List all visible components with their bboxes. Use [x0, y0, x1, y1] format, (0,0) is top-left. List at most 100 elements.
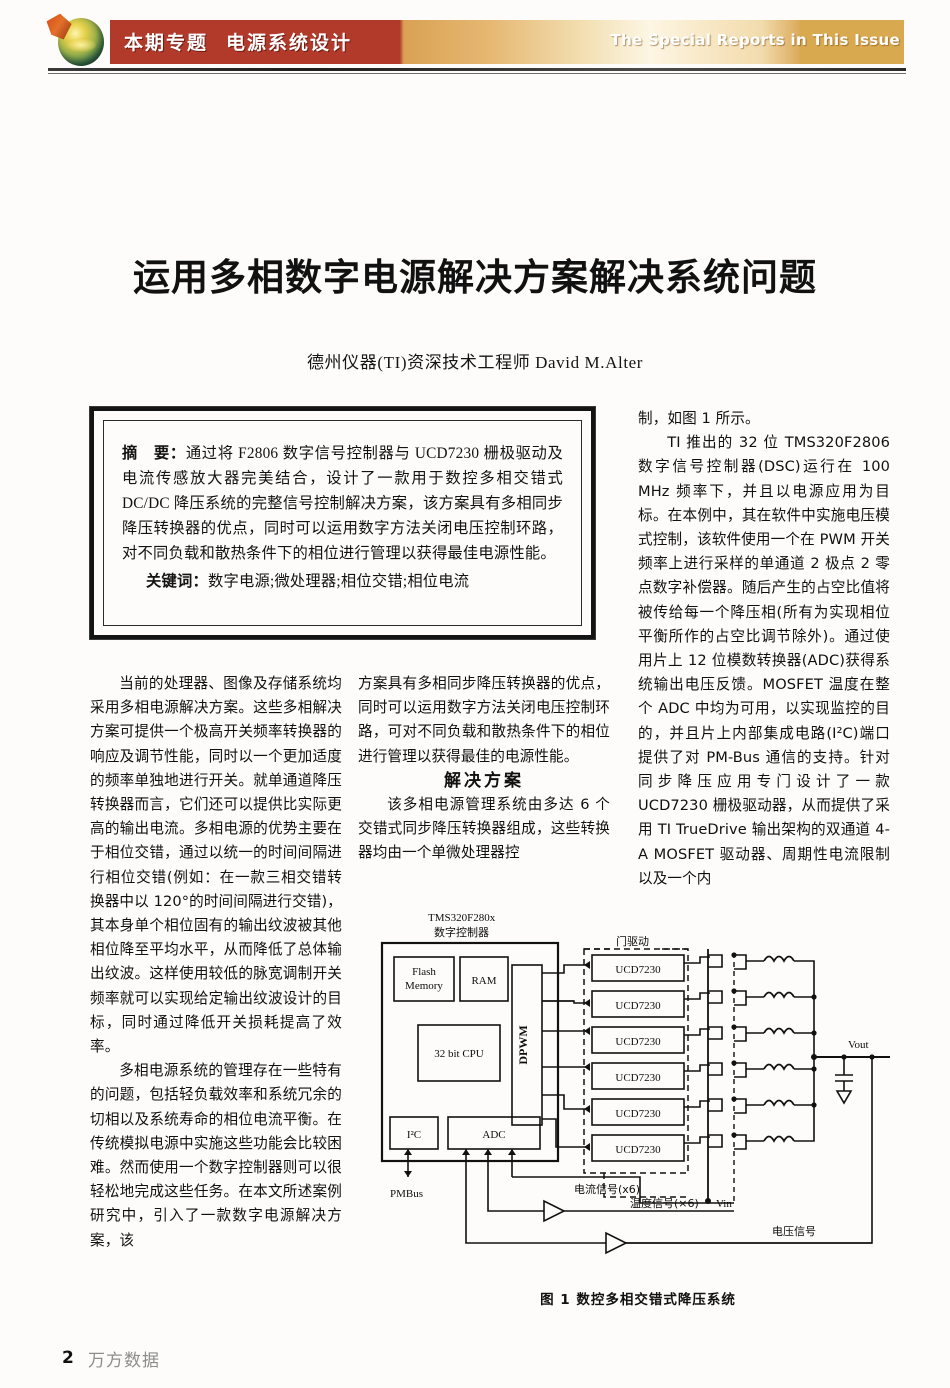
- page-number: 2: [62, 1348, 74, 1368]
- voltage-signal-label: 电压信号: [772, 1225, 816, 1238]
- arrow-icon: [584, 1063, 590, 1071]
- cpu-block: [417, 1024, 501, 1082]
- gate-driver-group-label: 门驱动: [616, 934, 649, 948]
- mcu-outline: [380, 941, 560, 1163]
- temp-signal-label: 温度信号(×6): [630, 1196, 699, 1210]
- flash-label-line1: Flash: [412, 966, 436, 978]
- magazine-logo-icon: [46, 12, 108, 74]
- vout-label: Vout: [848, 1039, 869, 1051]
- abstract-box: 摘 要：通过将 F2806 数字信号控制器与 UCD7230 栅极驱动及电流传感…: [90, 407, 595, 639]
- adc-label: ADC: [482, 1129, 505, 1141]
- ram-block: [459, 956, 509, 1002]
- driver-block: [591, 1026, 685, 1054]
- driver-label: UCD7230: [615, 1108, 661, 1120]
- junction-dot: [811, 1030, 817, 1036]
- driver-block: [591, 1134, 685, 1162]
- adc-block: [447, 1116, 541, 1150]
- buffer-triangle-icon: [543, 1199, 566, 1223]
- driver-block: [591, 1062, 685, 1090]
- driver-label: UCD7230: [615, 964, 661, 976]
- arrow-icon: [484, 1149, 492, 1155]
- figure-svg: TMS320F280x 数字控制器 门驱动 Flash Memory RAM 3…: [380, 912, 890, 1255]
- phase-wire: [684, 1100, 710, 1108]
- masthead-label-b: 电源系统设计: [226, 32, 353, 54]
- phase-leg: [708, 988, 817, 1006]
- abstract-inner-frame: 摘 要：通过将 F2806 数字信号控制器与 UCD7230 栅极驱动及电流传感…: [103, 420, 582, 626]
- abstract-label: 摘 要：: [122, 444, 186, 462]
- driver-label: UCD7230: [615, 1144, 661, 1156]
- inductor-icon: [763, 955, 795, 963]
- ls-fet: [734, 1026, 747, 1042]
- ls-fet: [734, 1098, 747, 1114]
- paragraph: 多相电源系统的管理存在一些特有的问题，包括轻负载效率和系统冗余的切相以及系统寿命…: [90, 1062, 342, 1249]
- page-title: 运用多相数字电源解决方案解决系统问题: [133, 256, 817, 299]
- driver-label: UCD7230: [615, 1000, 661, 1012]
- buffer-triangle-icon: [605, 1231, 628, 1255]
- junction-dot: [811, 994, 817, 1000]
- body-column-right: 制，如图 1 所示。 TI 推出的 32 位 TMS320F2806 数字信号控…: [638, 407, 890, 891]
- keywords-label: 关键词：: [146, 572, 208, 590]
- i2c-label: I²C: [407, 1129, 421, 1141]
- flash-label-line2: Memory: [405, 980, 443, 992]
- inductor-icon: [763, 1063, 795, 1071]
- arrow-icon: [584, 1105, 590, 1113]
- arrow-icon: [584, 961, 590, 969]
- figure-caption: 图 1 数控多相交错式降压系统: [540, 1292, 736, 1308]
- temp-signal-wire-in: [487, 1177, 544, 1212]
- inductor-icon: [763, 1027, 795, 1035]
- junction-dot: [731, 952, 737, 958]
- phase-leg: [708, 1096, 817, 1114]
- inductor-icon: [763, 1099, 795, 1107]
- hs-fet: [708, 1098, 723, 1112]
- driver-block: [591, 990, 685, 1018]
- ls-fet: [734, 1062, 747, 1078]
- output-capacitor-icon: [835, 1057, 853, 1091]
- phase-wire: [684, 1136, 710, 1144]
- i2c-block: [389, 1116, 439, 1150]
- paragraph: 该多相电源管理系统由多达 6 个交错式同步降压转换器组成，这些转换器均由一个单微…: [358, 796, 610, 862]
- section-heading: 解决方案: [444, 770, 524, 791]
- junction-dot: [731, 988, 737, 994]
- masthead-english-label: The Special Reports in This Issue: [610, 31, 900, 49]
- figure-block-diagram: TMS320F280x 数字控制器 门驱动 Flash Memory RAM 3…: [378, 905, 898, 1285]
- power-stage: [684, 949, 890, 1235]
- gate-driver-group-outline: [583, 948, 689, 1174]
- ls-fet: [734, 954, 747, 970]
- mcu-label-line2: 数字控制器: [434, 925, 489, 939]
- inductor-icon: [763, 1135, 795, 1143]
- phase-leg: [708, 1057, 815, 1150]
- ls-fet: [734, 1134, 747, 1150]
- paragraph: 当前的处理器、图像及存储系统均采用多相电源解决方案。这些多相解决方案可提供一个极…: [90, 675, 342, 1056]
- masthead-rule: [48, 68, 906, 71]
- phase-leg: [708, 952, 815, 1057]
- junction-dot: [731, 1060, 737, 1066]
- driver-sense-dashed: [603, 1173, 688, 1198]
- keywords-text: 数字电源;微处理器;相位交错;相位电流: [208, 573, 470, 590]
- masthead-gradient-bar: [110, 20, 904, 64]
- voltage-signal-wire-in: [465, 1177, 606, 1244]
- cpu-label: 32 bit CPU: [434, 1048, 484, 1060]
- inductor-icon: [763, 991, 795, 999]
- hs-fet: [708, 1026, 723, 1040]
- flash-memory-block: [393, 956, 455, 1002]
- paragraph: TI 推出的 32 位 TMS320F2806 数字信号控制器(DSC)运行在 …: [638, 434, 890, 887]
- dpwm-block: [511, 964, 543, 1126]
- phase-wire: [684, 1028, 710, 1036]
- dpwm-to-driver-5: [542, 1094, 590, 1110]
- mcu-label-line1: TMS320F280x: [428, 912, 496, 924]
- junction-dot: [731, 1096, 737, 1102]
- phase-wire: [684, 1064, 710, 1072]
- phase-wire: [684, 992, 710, 1000]
- ground-icon: [835, 1090, 853, 1105]
- phase-out: [794, 960, 815, 1057]
- voltage-signal-wire-out: [626, 1235, 873, 1244]
- dpwm-to-driver-2: [542, 1000, 590, 1004]
- watermark-label: 万方数据: [88, 1351, 160, 1371]
- abstract-paragraph: 摘 要：通过将 F2806 数字信号控制器与 UCD7230 栅极驱动及电流传感…: [122, 441, 563, 566]
- phase-leg: [708, 1060, 817, 1078]
- arrow-icon: [404, 1171, 412, 1177]
- phase-wire: [684, 956, 710, 964]
- masthead-rule-thin: [48, 73, 906, 74]
- phase-leg: [708, 1024, 817, 1042]
